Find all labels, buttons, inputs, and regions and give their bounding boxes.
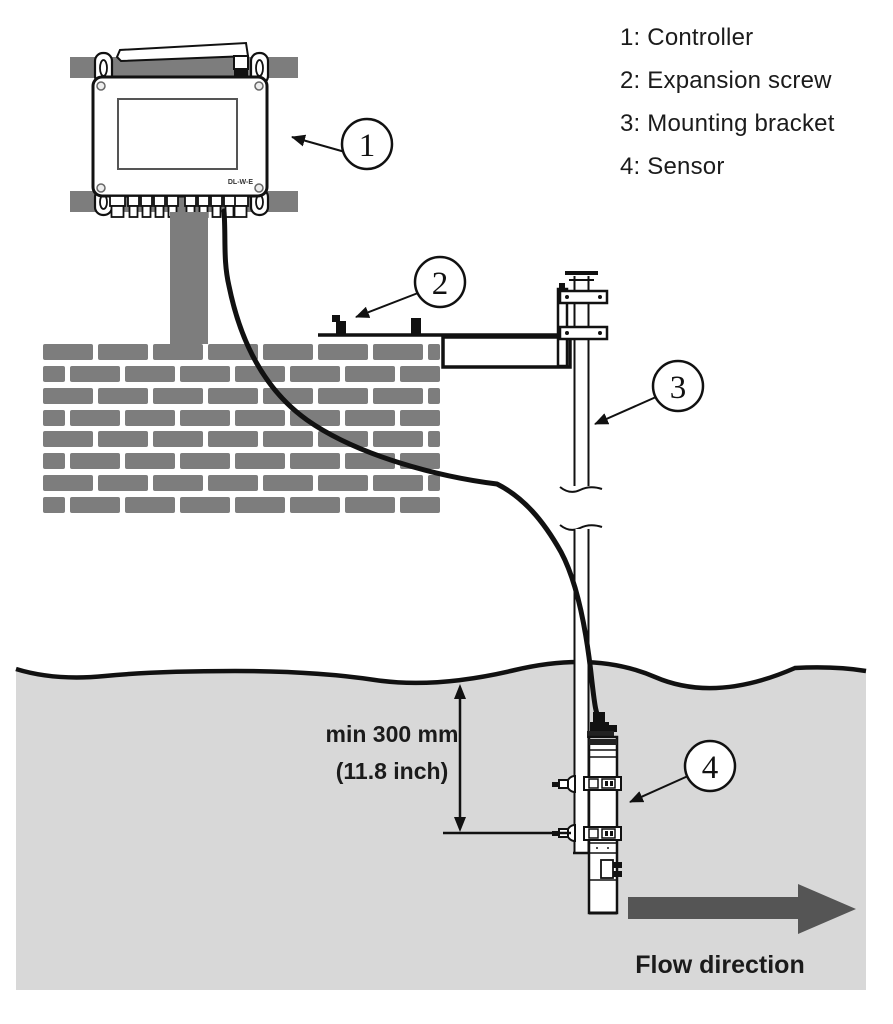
water-fill: [16, 661, 866, 990]
controller-box: DL-W-E: [91, 75, 269, 198]
legend-item-controller: 1: Controller: [620, 24, 754, 51]
svg-text:4: 4: [702, 750, 719, 786]
callout-expansion-screw: 2: [355, 255, 467, 318]
water-body: [15, 659, 867, 990]
controller-screen: [117, 98, 238, 170]
controller-model-label: DL-W-E: [228, 179, 253, 186]
pole-clamp: [558, 289, 609, 305]
sensor-clamp: [583, 826, 622, 841]
flow-direction-label: Flow direction: [635, 951, 804, 979]
signal-cable: [221, 208, 603, 723]
pole-bolt: [552, 774, 576, 794]
corner-screw-icon: [96, 183, 106, 193]
callout-controller: 1: [291, 117, 394, 171]
expansion-screw: [332, 315, 346, 335]
sensor: [552, 712, 622, 915]
brick-wall: [43, 344, 440, 513]
callout-sensor: 4: [629, 739, 737, 803]
water-surface: [15, 659, 867, 691]
dimension-arrow: [443, 684, 571, 835]
legend-item-mounting-bracket: 3: Mounting bracket: [620, 110, 835, 137]
wall-post: [170, 212, 208, 344]
corner-screw-icon: [254, 183, 264, 193]
expansion-screw: [411, 318, 421, 335]
legend-item-expansion-screw: 2: Expansion screw: [620, 67, 832, 94]
svg-text:3: 3: [670, 370, 687, 406]
legend: 1: Controller 2: Expansion screw 3: Moun…: [620, 16, 835, 188]
dimension-label-mm: min 300 mm: [326, 721, 459, 747]
bracket-channel: [441, 335, 572, 369]
flow-arrow: [628, 884, 856, 934]
bracket-pin: [559, 283, 565, 289]
sensor-side-fitting: [600, 859, 622, 879]
cable-glands: [109, 195, 249, 218]
pole-break: [559, 486, 603, 531]
pole-clamp: [558, 325, 609, 341]
dimension-label-inch: (11.8 inch): [336, 758, 448, 784]
mounting-pole-upper: [558, 271, 609, 486]
svg-text:2: 2: [432, 266, 449, 302]
corner-screw-icon: [96, 81, 106, 91]
callout-mounting-bracket: 3: [594, 359, 705, 425]
mounting-pole-lower: [573, 529, 590, 855]
controller-antenna: [115, 41, 250, 79]
corner-screw-icon: [254, 81, 264, 91]
sensor-clamp: [583, 776, 622, 791]
legend-item-sensor: 4: Sensor: [620, 153, 725, 180]
svg-text:1: 1: [359, 128, 376, 164]
sensor-body: [587, 735, 619, 915]
sensor-cable-connector: [587, 712, 617, 738]
